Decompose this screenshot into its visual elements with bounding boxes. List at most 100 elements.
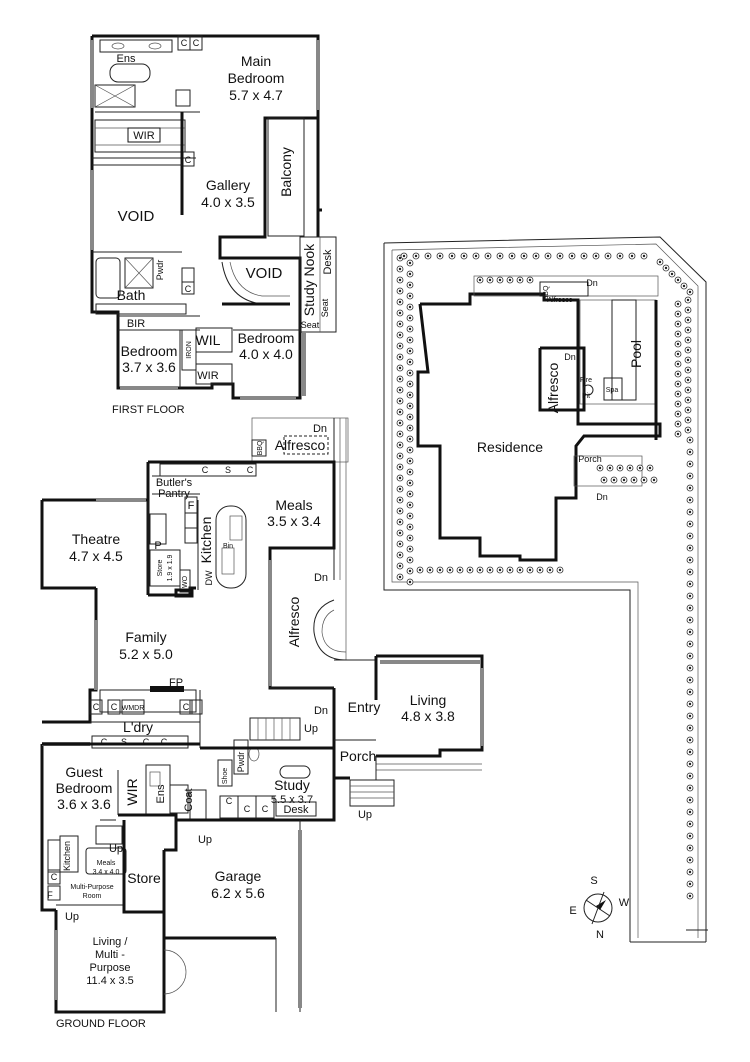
label-fire-pit-2: Pit <box>582 393 590 400</box>
tree-dot-core <box>686 348 690 352</box>
tree-dot-core <box>688 290 692 294</box>
label-bbq: BBQ <box>257 440 264 455</box>
tree-dot-core <box>438 568 442 572</box>
tree-dot-core <box>676 312 680 316</box>
label-porch-site: Porch <box>578 454 602 464</box>
tree-dot-core <box>474 254 478 258</box>
tree-dot-core <box>676 382 680 386</box>
tree-dot-core <box>676 322 680 326</box>
tree-dot-core <box>612 478 616 482</box>
label-multi-purpose-room: Multi-Purpose <box>70 884 113 891</box>
tree-dot-core <box>408 305 412 309</box>
tree-dot-core <box>398 531 402 535</box>
tree-dot-core <box>686 378 690 382</box>
tree-dot-core <box>676 332 680 336</box>
label-guest-bedroom-size: 3.6 x 3.6 <box>57 796 111 812</box>
label-living-size: 4.8 x 3.8 <box>401 708 455 724</box>
tree-dot-core <box>398 564 402 568</box>
tree-dot-core <box>676 392 680 396</box>
tree-dot-core <box>498 568 502 572</box>
tree-dot-core <box>688 606 692 610</box>
label-wir-2: WIR <box>197 370 218 382</box>
tree-dot-core <box>538 568 542 572</box>
tree-dot-core <box>398 322 402 326</box>
tree-dot-core <box>408 437 412 441</box>
tree-dot-core <box>398 498 402 502</box>
label-porch: Porch <box>340 748 377 764</box>
tree-dot-core <box>548 568 552 572</box>
label-living-multi-3: Purpose <box>90 962 131 974</box>
tree-dot-core <box>618 254 622 258</box>
tree-dot-core <box>398 399 402 403</box>
label-f: F <box>188 500 195 512</box>
label-p: P <box>154 540 161 552</box>
tree-dot-core <box>426 254 430 258</box>
label-c-1: C <box>181 38 188 48</box>
label-bedroom-b: Bedroom <box>238 330 295 346</box>
label-dn-2: Dn <box>314 572 328 584</box>
tree-dot-core <box>462 254 466 258</box>
tree-dot-core <box>398 289 402 293</box>
label-ens: Ens <box>117 53 136 65</box>
tree-dot-core <box>408 272 412 276</box>
label-s-g2: S <box>121 737 127 747</box>
tree-dot-core <box>676 412 680 416</box>
label-wo: WO <box>182 575 189 588</box>
tree-dot-core <box>676 422 680 426</box>
label-dn-site-2: Dn <box>564 352 576 362</box>
tree-dot-core <box>686 308 690 312</box>
tree-dot-core <box>408 327 412 331</box>
tree-dot-core <box>688 702 692 706</box>
label-up-4: Up <box>109 843 123 855</box>
tree-dot-core <box>408 536 412 540</box>
label-wir: WIR <box>133 130 154 142</box>
label-bbq-site: BBQ <box>543 285 550 300</box>
label-alfresco-top: Alfresco <box>275 437 326 453</box>
label-main-bedroom-size: 5.7 x 4.7 <box>229 87 283 103</box>
tree-dot-core <box>408 470 412 474</box>
label-butlers: Butler's <box>156 477 193 489</box>
label-seat-2: Seat <box>301 320 320 330</box>
tree-dot-core <box>398 454 402 458</box>
tree-dot-core <box>398 520 402 524</box>
tree-dot-core <box>408 547 412 551</box>
tree-dot-core <box>686 428 690 432</box>
tree-dot-core <box>448 568 452 572</box>
tree-dot-core <box>676 402 680 406</box>
label-bedroom-a: Bedroom <box>121 343 178 359</box>
label-family: Family <box>125 629 166 645</box>
tree-dot-core <box>558 254 562 258</box>
tree-dot-core <box>688 714 692 718</box>
tree-dot-core <box>408 580 412 584</box>
tree-dot-core <box>676 302 680 306</box>
tree-dot-core <box>676 432 680 436</box>
tree-dot-core <box>688 666 692 670</box>
tree-dot-core <box>398 388 402 392</box>
label-shoe: Shoe <box>222 768 229 784</box>
tree-dot-core <box>688 882 692 886</box>
label-void-1: VOID <box>118 208 155 225</box>
tree-dot-core <box>688 534 692 538</box>
tree-dot-core <box>450 254 454 258</box>
tree-dot-core <box>682 284 686 288</box>
tree-dot-core <box>408 415 412 419</box>
tree-dot-core <box>408 426 412 430</box>
ground-floor-plan <box>40 417 484 1014</box>
tree-dot-core <box>688 822 692 826</box>
tree-dot-core <box>688 462 692 466</box>
label-up-3: Up <box>198 834 212 846</box>
tree-dot-core <box>398 300 402 304</box>
tree-dot-core <box>428 568 432 572</box>
tree-dot-core <box>398 256 402 260</box>
tree-dot-core <box>688 690 692 694</box>
site-labels: Residence Alfresco Alfresco BBQ Pool Spa… <box>477 278 644 502</box>
label-wmdr: WMDR <box>122 705 145 712</box>
label-c-g8: C <box>161 737 168 747</box>
label-c-3: C <box>185 155 192 165</box>
tree-dot-core <box>408 404 412 408</box>
tree-dot-core <box>398 421 402 425</box>
label-study: Study <box>274 777 310 793</box>
tree-dot-core <box>528 568 532 572</box>
tree-dot-core <box>488 278 492 282</box>
